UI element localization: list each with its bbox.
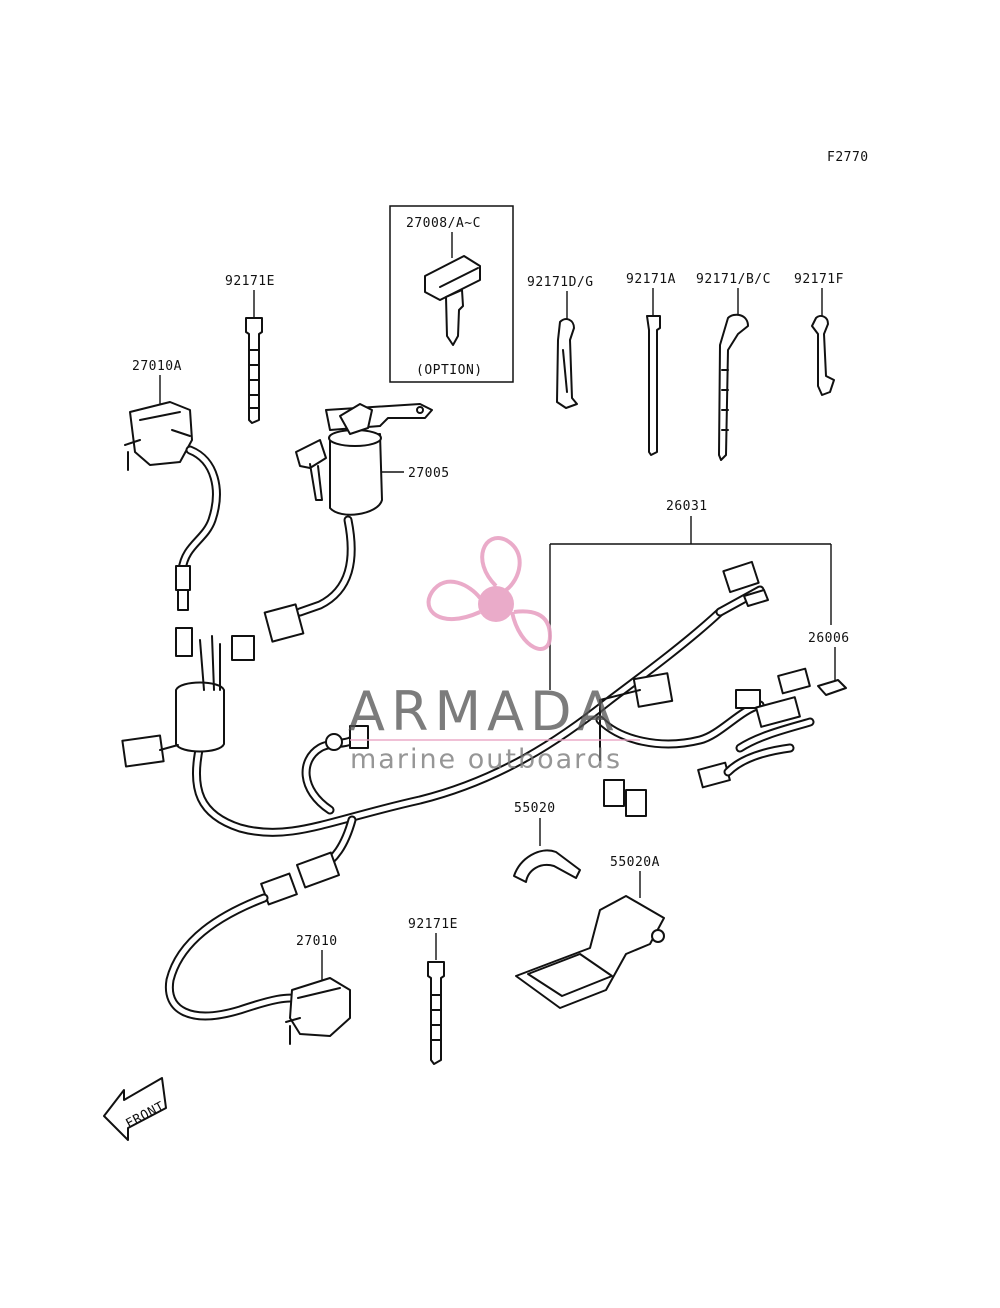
cover-55020: 55020	[513, 801, 581, 883]
front-arrow: FRONT	[103, 1077, 167, 1141]
clamp-e-top-label[interactable]: 92171E	[225, 274, 275, 289]
clamp-92171e-bottom: 92171E	[408, 917, 458, 1065]
cover-55020a: 55020A	[515, 855, 665, 1009]
clamp-92171dg: 92171D/G	[527, 275, 594, 409]
cover-icon	[513, 849, 581, 883]
harness-label[interactable]: 26031	[666, 499, 708, 514]
main-wiring-harness	[121, 560, 815, 906]
clamp-92171f: 92171F	[794, 272, 844, 396]
fuse-icon	[817, 679, 847, 696]
switch-label[interactable]: 27010	[296, 934, 338, 949]
ignition-switch-27005: 27005	[263, 403, 450, 643]
cable-tie-icon	[427, 961, 445, 1065]
figure-code: F2770	[827, 150, 869, 165]
ignition-switch-label[interactable]: 27005	[408, 466, 450, 481]
key-part-number[interactable]: 27008/A~C	[406, 216, 481, 231]
cover-icon	[515, 895, 665, 1009]
cable-tie-icon	[646, 315, 661, 456]
fuse-label[interactable]: 26006	[808, 631, 850, 646]
harness-bracket: 26031	[549, 499, 832, 690]
clamp-bc-label[interactable]: 92171/B/C	[696, 272, 771, 287]
clamp-dg-label[interactable]: 92171D/G	[527, 275, 594, 290]
switch-27010a: 27010A	[124, 359, 221, 611]
switch-27010: 27010	[164, 893, 351, 1045]
switch-a-label[interactable]: 27010A	[132, 359, 182, 374]
watermark-tagline: marine outboards	[350, 744, 622, 775]
switch-body-icon	[289, 977, 351, 1037]
clamp-92171bc: 92171/B/C	[696, 272, 771, 461]
clip-icon	[556, 318, 578, 409]
armada-watermark: ARMADA marine outboards	[348, 536, 640, 775]
cover-a-label[interactable]: 55020A	[610, 855, 660, 870]
switch-barrel-icon	[329, 433, 383, 516]
fuse-26006: 26006	[808, 631, 850, 696]
clamp-a-label[interactable]: 92171A	[626, 272, 676, 287]
cover-label[interactable]: 55020	[514, 801, 556, 816]
key-icon	[424, 255, 481, 346]
clip-icon	[811, 315, 835, 396]
clamp-e-bottom-label[interactable]: 92171E	[408, 917, 458, 932]
cable-tie-icon	[718, 313, 749, 461]
watermark-brand: ARMADA	[348, 680, 620, 743]
cable-tie-icon	[245, 317, 263, 424]
clamp-92171a: 92171A	[626, 272, 676, 456]
option-label: (OPTION)	[416, 363, 483, 378]
clamp-92171e-top: 92171E	[225, 274, 275, 424]
clamp-f-label[interactable]: 92171F	[794, 272, 844, 287]
propeller-logo-icon	[426, 536, 553, 651]
key-option-box: 27008/A~C (OPTION)	[389, 205, 514, 383]
